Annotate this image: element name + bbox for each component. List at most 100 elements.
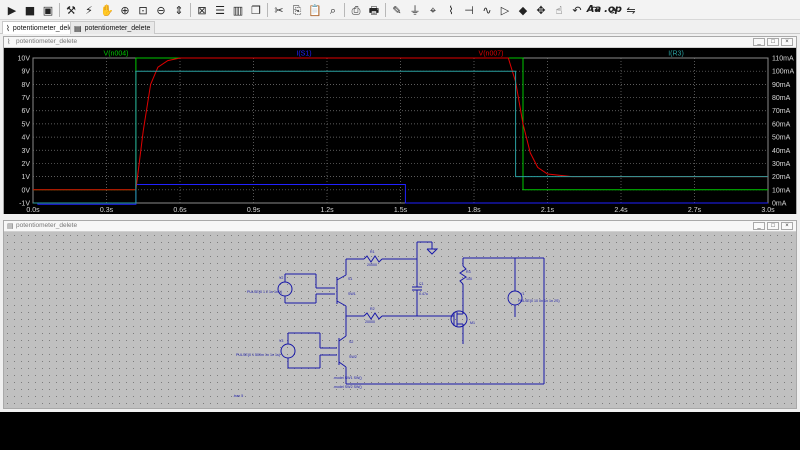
x-tick-label: 0.9s (247, 207, 261, 214)
zoom-in-icon[interactable]: ⊕ (120, 3, 130, 17)
minimize-button[interactable]: _ (753, 222, 765, 230)
cascade-icon[interactable]: ❐ (251, 3, 261, 17)
label-icon[interactable]: ⌖ (429, 3, 437, 17)
spice-directive-icon[interactable]: .op (604, 4, 622, 15)
y-tick-label: 9V (21, 69, 30, 76)
schematic-window-titlebar[interactable]: ▤ potentiometer_delete _ □ × (4, 221, 796, 232)
maximize-button[interactable]: □ (767, 38, 779, 46)
s2-name: S2 (349, 340, 353, 344)
y2-tick-label: 50mA (772, 135, 791, 142)
tab-bar: ⌇ potentiometer_delete ▤ potentiometer_d… (0, 20, 800, 34)
tab-label: potentiometer_delete (12, 24, 79, 32)
mosfet-m1[interactable] (450, 310, 468, 328)
r1-value: 20000 (367, 263, 377, 267)
resistor-r2[interactable] (363, 312, 383, 320)
plot-window-titlebar[interactable]: ⌇ potentiometer_delete _ □ × (4, 37, 796, 48)
diode-icon[interactable]: ▷ (500, 3, 510, 17)
s1-model: SW1 (348, 292, 356, 296)
minimize-button[interactable]: _ (753, 38, 765, 46)
maximize-button[interactable]: □ (767, 222, 779, 230)
tab-label: potentiometer_delete (84, 24, 151, 32)
x-tick-label: 2.4s (614, 207, 628, 214)
tab-plot[interactable]: ⌇ potentiometer_delete (2, 21, 84, 34)
switch-s1[interactable] (336, 274, 347, 307)
capacitor-icon[interactable]: ⊣ (464, 3, 474, 17)
zoom-extents-icon[interactable]: ⊡ (138, 3, 148, 17)
y2-tick-label: 10mA (772, 187, 791, 194)
ground-symbol[interactable] (426, 248, 439, 255)
print-preview-icon[interactable]: 🖶 (368, 3, 380, 17)
redo-icon[interactable]: ↷ (590, 3, 600, 17)
resistor-r1[interactable] (363, 255, 383, 263)
r2-name: R2 (370, 307, 375, 311)
copy-icon[interactable]: ⎘ (292, 3, 302, 17)
m1-name: M1 (470, 321, 475, 325)
text-icon[interactable]: Aa (586, 4, 602, 15)
y2-tick-label: 90mA (772, 82, 791, 89)
pencil-icon[interactable]: ✎ (392, 3, 402, 17)
zoom-cancel-icon[interactable]: ⊠ (197, 3, 207, 17)
legend-entry: V(n004) (104, 51, 129, 58)
drag-icon[interactable]: ☝ (555, 3, 563, 17)
print-icon[interactable]: ⎙ (351, 3, 361, 17)
mirror-icon[interactable]: ⇋ (626, 3, 636, 17)
ltspice-window: ▶■▣⚒⚡✋⊕⊡⊖⇕⊠☰▥❐✂⎘📋⌕⎙🖶✎⏚⌖⌇⊣∿▷◆✥☝↶↷⟳⇋Aa.op … (0, 0, 800, 412)
y-tick-label: 4V (21, 135, 30, 142)
inductor-icon[interactable]: ∿ (482, 3, 492, 17)
series-line (33, 70, 768, 204)
x-tick-label: 0.3s (100, 207, 114, 214)
schematic-canvas[interactable]: V2 PULSE(0 1 2 1n 1n 1) S1 SW1 R1 20000 … (4, 232, 796, 408)
y-tick-label: 3V (21, 148, 30, 155)
legend-entry: I(R3) (668, 51, 684, 58)
find-icon[interactable]: ⌕ (329, 3, 337, 17)
run-icon[interactable]: ▶ (7, 3, 17, 17)
move-icon[interactable]: ✥ (536, 3, 546, 17)
model-sw2-directive: .model SW2 SW() (333, 385, 362, 389)
autorange-icon[interactable]: ⇕ (174, 3, 184, 17)
rotate-icon[interactable]: ⟳ (608, 3, 618, 17)
ground-icon[interactable]: ⏚ (409, 3, 421, 17)
y-tick-label: 6V (21, 108, 30, 115)
resistor-r3[interactable] (459, 265, 467, 285)
model-sw1-directive: .model SW1 SW() (333, 376, 362, 380)
undo-icon[interactable]: ↶ (572, 3, 582, 17)
x-tick-label: 2.1s (541, 207, 555, 214)
v1-name: V1 (520, 292, 524, 296)
s2-model: SW2 (349, 355, 357, 359)
halt-icon[interactable]: ■ (24, 3, 36, 17)
close-button[interactable]: × (781, 38, 793, 46)
x-tick-label: 1.2s (320, 207, 334, 214)
schematic-window: ▤ potentiometer_delete _ □ × (3, 220, 797, 409)
y-tick-label: -1V (19, 201, 30, 208)
tile-vertical-icon[interactable]: ▥ (232, 3, 244, 17)
v3-name: V3 (279, 339, 283, 343)
y-tick-label: 0V (21, 187, 30, 194)
y-tick-label: 1V (21, 174, 30, 181)
switch-s2[interactable] (338, 335, 347, 368)
voltage-source-v3[interactable] (280, 343, 296, 359)
cut-icon[interactable]: ✂ (274, 3, 284, 17)
control-panel-icon[interactable]: ⚒ (66, 3, 76, 17)
r3-name: R3 (466, 270, 471, 274)
component-icon[interactable]: ◆ (518, 3, 528, 17)
r2-value: 20000 (365, 320, 375, 324)
zoom-out-icon[interactable]: ⊖ (156, 3, 166, 17)
resistor-icon[interactable]: ⌇ (448, 3, 454, 17)
tile-horizontal-icon[interactable]: ☰ (215, 3, 225, 17)
toolbar-separator (267, 3, 268, 17)
tran-directive: .tran 5 (233, 394, 243, 398)
y-tick-label: 7V (21, 95, 30, 102)
paste-icon[interactable]: 📋 (308, 3, 322, 17)
close-button[interactable]: × (781, 222, 793, 230)
y2-tick-label: 80mA (772, 95, 791, 102)
v2-name: V2 (279, 276, 283, 280)
tab-schematic[interactable]: ▤ potentiometer_delete (70, 21, 156, 34)
save-icon[interactable]: ▣ (42, 3, 54, 17)
plot-window-title: potentiometer_delete (16, 38, 78, 45)
waveform-tab-icon: ⌇ (6, 23, 10, 33)
pan-icon[interactable]: ✋ (100, 3, 114, 17)
waveform-window-icon: ⌇ (7, 39, 11, 46)
run-marker-icon[interactable]: ⚡ (85, 3, 93, 17)
